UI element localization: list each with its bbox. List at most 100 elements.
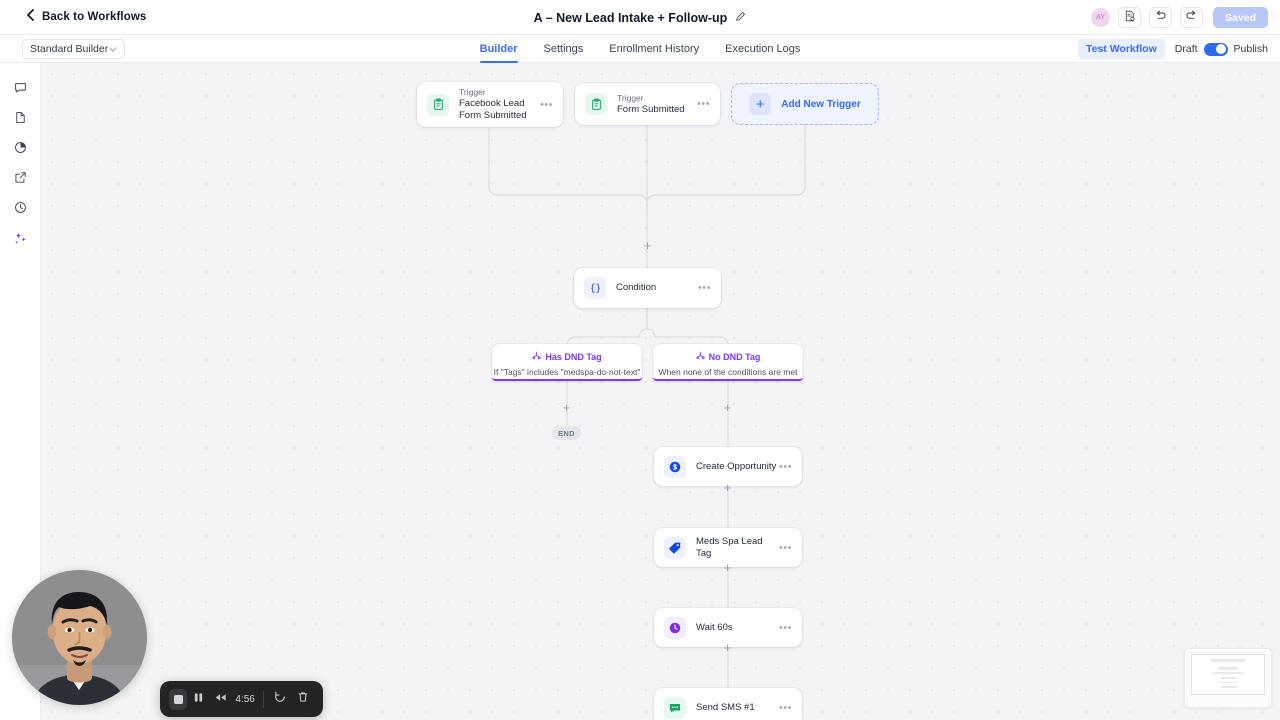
rail-item-comments[interactable] xyxy=(0,75,41,105)
plus-icon: + xyxy=(749,93,772,115)
action-node-text: Create Opportunity xyxy=(696,461,779,473)
draft-publish-toggle-group: Draft Publish xyxy=(1175,42,1268,56)
action-node-menu-button[interactable]: ••• xyxy=(778,460,792,473)
publish-label: Publish xyxy=(1233,43,1268,55)
end-badge: END xyxy=(552,426,581,440)
rail-item-history[interactable] xyxy=(0,195,41,225)
top-bar-actions: AY Saved xyxy=(1091,0,1268,35)
add-step-handle-after-wait[interactable]: + xyxy=(723,640,732,655)
action-node-text: Wait 60s xyxy=(696,622,779,634)
avatar-initials: AY xyxy=(1095,14,1106,21)
action-label: Send SMS #1 xyxy=(696,701,755,713)
clock-icon xyxy=(14,201,27,219)
action-node-menu-button[interactable]: ••• xyxy=(778,621,792,634)
tab-settings[interactable]: Settings xyxy=(543,43,584,55)
action-node-send-sms[interactable]: Send SMS #1 ••• xyxy=(654,688,802,720)
tab-bar-actions: Test Workflow Draft Publish xyxy=(1077,35,1268,63)
action-node-text: Meds Spa Lead Tag xyxy=(696,536,779,560)
minimap-node xyxy=(1212,672,1244,675)
add-step-handle-above-condition[interactable]: + xyxy=(643,238,652,253)
rail-item-documents[interactable] xyxy=(0,105,41,135)
tab-builder[interactable]: Builder xyxy=(479,35,518,63)
stop-recording-button[interactable] xyxy=(169,688,188,710)
condition-node-menu-button[interactable]: ••• xyxy=(697,282,711,294)
document-settings-icon xyxy=(1124,9,1136,27)
pencil-icon[interactable] xyxy=(735,9,746,27)
clock-filled-icon xyxy=(664,616,686,639)
workflow-canvas[interactable]: Trigger Facebook Lead Form Submitted •••… xyxy=(41,63,1280,720)
trigger-kind-label: Trigger xyxy=(459,87,486,97)
condition-node-text: Condition xyxy=(616,282,698,294)
action-node-meds-spa-lead-tag[interactable]: Meds Spa Lead Tag ••• xyxy=(654,528,802,567)
branch-node-has-dnd-tag[interactable]: Has DND Tag If "Tags" includes "medspa-d… xyxy=(492,344,642,381)
action-node-text: Send SMS #1 xyxy=(696,702,779,714)
clipboard-icon xyxy=(585,93,607,115)
rewind-icon xyxy=(214,690,227,708)
action-node-create-opportunity[interactable]: Create Opportunity ••• xyxy=(654,447,802,486)
workflow-title: A – New Lead Intake + Follow-up xyxy=(533,10,728,25)
rail-item-ai-assist[interactable] xyxy=(0,225,41,255)
rail-item-share[interactable] xyxy=(0,165,41,195)
trigger-node-menu-button[interactable]: ••• xyxy=(696,98,710,110)
trigger-kind-label: Trigger xyxy=(617,92,644,103)
restart-recording-button[interactable] xyxy=(269,685,291,713)
restart-icon xyxy=(274,690,286,708)
sparkle-icon xyxy=(14,231,28,250)
stop-icon xyxy=(173,694,183,704)
trigger-node-form-submitted[interactable]: Trigger Form Submitted ••• xyxy=(575,83,720,125)
add-step-handle-after-create-opportunity[interactable]: + xyxy=(723,480,732,495)
minimap-node xyxy=(1217,667,1239,670)
undo-button[interactable] xyxy=(1149,7,1173,28)
screen-recorder-bar: 4:56 xyxy=(160,681,323,717)
notes-button[interactable] xyxy=(1118,7,1142,28)
condition-label: Condition xyxy=(616,282,657,293)
trigger-node-facebook-lead-form[interactable]: Trigger Facebook Lead Form Submitted ••• xyxy=(417,82,563,127)
workflow-title-group: A – New Lead Intake + Follow-up xyxy=(0,0,1280,35)
tag-icon xyxy=(664,536,686,559)
redo-button[interactable] xyxy=(1180,7,1204,28)
pause-icon xyxy=(193,690,204,708)
test-workflow-button[interactable]: Test Workflow xyxy=(1077,39,1165,59)
add-new-trigger-button[interactable]: + Add New Trigger xyxy=(731,83,879,125)
action-node-wait[interactable]: Wait 60s ••• xyxy=(654,608,802,647)
sms-icon xyxy=(664,696,686,719)
add-step-handle-left-branch[interactable]: + xyxy=(562,400,571,415)
action-label: Create Opportunity xyxy=(696,460,777,472)
branch-node-no-dnd-tag[interactable]: No DND Tag When none of the conditions a… xyxy=(653,344,803,381)
branch-title-row: Has DND Tag xyxy=(492,351,642,363)
chevron-left-icon xyxy=(26,8,35,26)
trigger-name-label: Form Submitted xyxy=(617,103,685,115)
add-step-handle-after-lead-tag[interactable]: + xyxy=(723,560,732,575)
minimap-node xyxy=(1210,658,1246,662)
builder-mode-select[interactable]: Standard Builder xyxy=(22,39,125,59)
avatar[interactable]: AY xyxy=(1091,8,1111,27)
tab-execution-logs[interactable]: Execution Logs xyxy=(725,43,801,55)
saved-button[interactable]: Saved xyxy=(1213,7,1268,28)
trash-icon xyxy=(297,690,309,708)
canvas-minimap[interactable] xyxy=(1184,648,1272,708)
minimap-viewport xyxy=(1191,654,1265,695)
delete-recording-button[interactable] xyxy=(291,685,313,713)
publish-toggle[interactable] xyxy=(1203,42,1228,56)
rail-item-analytics[interactable] xyxy=(0,135,41,165)
recording-elapsed-time: 4:56 xyxy=(235,693,255,705)
action-node-menu-button[interactable]: ••• xyxy=(778,541,792,554)
back-to-workflows-button[interactable]: Back to Workflows xyxy=(26,8,146,26)
document-icon xyxy=(14,111,27,129)
condition-node[interactable]: Condition ••• xyxy=(574,268,721,308)
add-step-handle-right-branch[interactable]: + xyxy=(723,400,732,415)
tab-enrollment-history[interactable]: Enrollment History xyxy=(609,43,700,55)
branch-icon xyxy=(695,351,705,363)
trigger-node-menu-button[interactable]: ••• xyxy=(539,98,553,111)
branch-subtitle: If "Tags" includes "medspa-do-not-text" xyxy=(493,367,641,377)
dollar-circle-icon xyxy=(664,455,686,478)
recorder-divider xyxy=(263,690,264,708)
pause-recording-button[interactable] xyxy=(187,685,209,713)
minimap-node xyxy=(1220,686,1237,689)
action-node-menu-button[interactable]: ••• xyxy=(778,701,792,714)
connector-edges xyxy=(488,125,806,688)
webcam-portrait xyxy=(12,570,147,705)
branch-title: No DND Tag xyxy=(708,351,761,362)
rewind-button[interactable] xyxy=(210,685,232,713)
